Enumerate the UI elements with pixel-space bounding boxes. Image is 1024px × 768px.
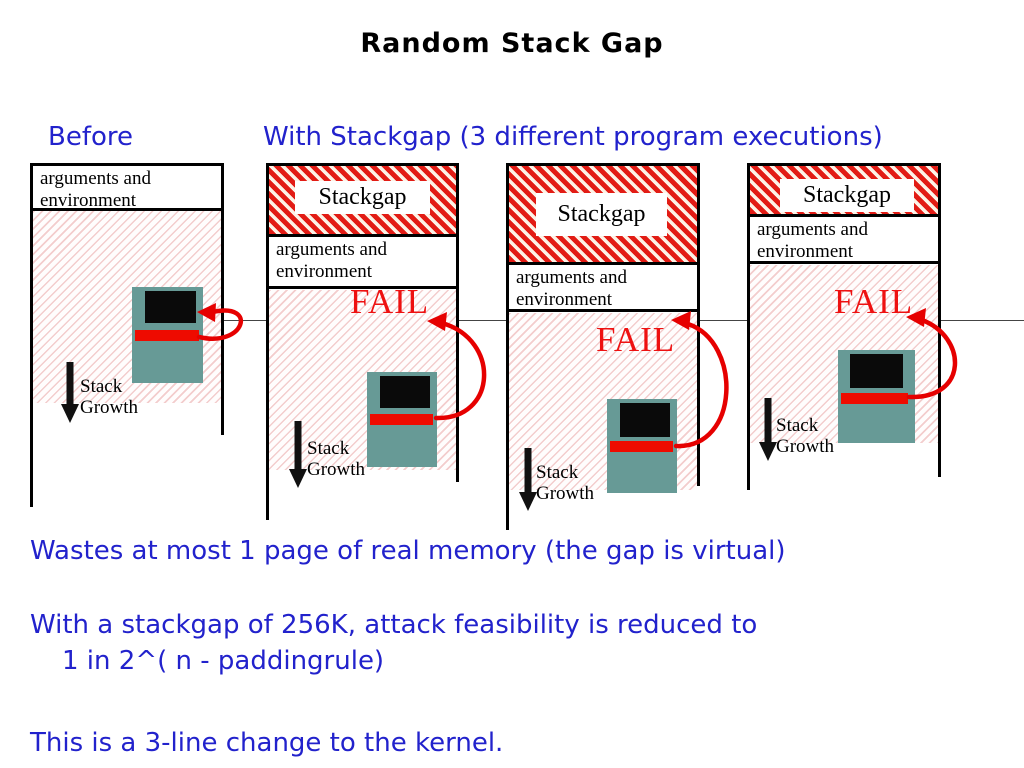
stackgap-box: Stackgap <box>750 166 938 217</box>
page-title: Random Stack Gap <box>360 28 664 59</box>
stackgap-label: Stackgap <box>536 193 667 236</box>
column-top-border <box>266 163 459 166</box>
column-left-border <box>266 163 269 520</box>
column-left-border <box>506 163 509 530</box>
stackgap-label: Stackgap <box>780 179 914 212</box>
column-left-border <box>30 163 33 507</box>
args-env-box: arguments and environment <box>509 265 697 312</box>
computer-icon <box>838 350 915 443</box>
column-top-border <box>747 163 941 166</box>
fail-label: FAIL <box>834 282 914 321</box>
column-right-border <box>938 163 941 477</box>
fail-label: FAIL <box>596 320 676 359</box>
fail-label: FAIL <box>350 282 430 321</box>
computer-screen-icon <box>850 354 903 388</box>
computer-screen-icon <box>145 291 196 323</box>
stack-growth-arrowhead-icon <box>289 469 307 488</box>
computer-icon <box>367 372 437 467</box>
column-top-border <box>506 163 700 166</box>
stack-growth-arrowhead-icon <box>61 404 79 423</box>
stack-growth-arrowhead-icon <box>759 442 777 461</box>
with-stackgap-label: With Stackgap (3 different program execu… <box>263 122 883 152</box>
stackgap-box: Stackgap <box>509 166 697 265</box>
computer-screen-icon <box>620 403 670 437</box>
column-right-border <box>697 163 700 486</box>
computer-icon <box>132 287 203 383</box>
injected-code-bar <box>135 330 199 341</box>
note-feasibility: With a stackgap of 256K, attack feasibil… <box>30 610 758 640</box>
stack-growth-label: Stack Growth <box>307 438 366 480</box>
args-env-label: arguments and environment <box>40 168 151 211</box>
column-right-border <box>456 163 459 482</box>
computer-icon <box>607 399 677 493</box>
before-label: Before <box>48 122 134 152</box>
injected-code-bar <box>841 393 908 404</box>
note-feasibility-formula: 1 in 2^( n - paddingrule) <box>62 646 385 676</box>
column-right-border <box>221 163 224 435</box>
stack-growth-arrowhead-icon <box>519 492 537 511</box>
stack-growth-label: Stack Growth <box>80 376 139 418</box>
args-env-label: arguments and environment <box>757 219 868 262</box>
computer-screen-icon <box>380 376 430 408</box>
note-kernel-change: This is a 3-line change to the kernel. <box>30 728 504 758</box>
stackgap-box: Stackgap <box>269 166 456 237</box>
stackgap-label: Stackgap <box>295 181 430 214</box>
args-env-label: arguments and environment <box>276 239 387 282</box>
args-env-box: arguments and environment <box>33 166 221 211</box>
note-memory-waste: Wastes at most 1 page of real memory (th… <box>30 536 786 566</box>
stack-growth-label: Stack Growth <box>536 462 595 504</box>
column-top-border <box>30 163 224 166</box>
args-env-box: arguments and environment <box>269 237 456 289</box>
args-env-label: arguments and environment <box>516 267 627 310</box>
args-env-box: arguments and environment <box>750 217 938 264</box>
injected-code-bar <box>370 414 433 425</box>
stack-growth-label: Stack Growth <box>776 415 835 457</box>
injected-code-bar <box>610 441 673 452</box>
column-left-border <box>747 163 750 490</box>
